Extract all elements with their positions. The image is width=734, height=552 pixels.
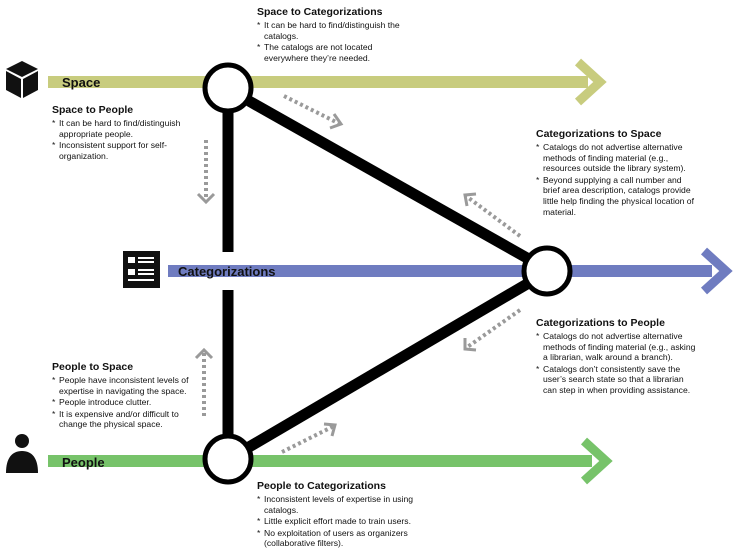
- note-item: Inconsistent support for self-organizati…: [52, 140, 182, 161]
- note-title: Space to Categorizations: [257, 6, 383, 18]
- note-item: No exploitation of users as organizers (…: [257, 528, 422, 549]
- person-icon: [6, 434, 38, 473]
- people-node: [202, 433, 254, 485]
- space-label: Space: [62, 75, 100, 90]
- arrow-space-to-categorizations: [283, 94, 341, 126]
- note-categorizations-to-space: Categorizations to Space Catalogs do not…: [536, 128, 696, 218]
- space-band: Space: [48, 58, 607, 106]
- relationship-triangle: [222, 96, 530, 452]
- note-categorizations-to-people: Categorizations to People Catalogs do no…: [536, 317, 696, 397]
- arrow-categorizations-to-space: [464, 194, 522, 238]
- categorizations-label: Categorizations: [178, 264, 276, 279]
- note-item: Catalogs do not advertise alternative me…: [536, 331, 696, 363]
- note-item: Catalogs don’t consistently save the use…: [536, 364, 696, 396]
- note-space-to-categorizations: Space to Categorizations It can be hard …: [257, 6, 417, 64]
- categorizations-node: [521, 245, 573, 297]
- note-people-to-categorizations: People to Categorizations Inconsistent l…: [257, 480, 422, 550]
- note-item: The catalogs are not located everywhere …: [257, 42, 417, 63]
- note-item: Beyond supplying a call number and brief…: [536, 175, 696, 217]
- people-band: People: [48, 437, 613, 485]
- note-title: Categorizations to Space: [536, 128, 662, 140]
- categorizations-band: Categorizations: [168, 247, 733, 295]
- note-item: Little explicit effort made to train use…: [257, 516, 422, 527]
- people-label: People: [62, 455, 105, 470]
- note-item: Catalogs do not advertise alternative me…: [536, 142, 696, 174]
- note-item: It is expensive and/or difficult to chan…: [52, 409, 192, 430]
- space-node: [202, 62, 254, 114]
- note-title: Categorizations to People: [536, 317, 665, 329]
- arrow-categorizations-to-people: [464, 308, 522, 350]
- people-categorizations-edge: [246, 279, 530, 452]
- catalog-list-icon: [123, 251, 160, 288]
- note-item: It can be hard to find/distinguish appro…: [52, 118, 182, 139]
- arrow-people-to-categorizations: [281, 424, 335, 454]
- note-title: Space to People: [52, 104, 134, 116]
- note-people-to-space: People to Space People have inconsistent…: [52, 361, 192, 431]
- cube-icon: [6, 61, 38, 98]
- note-item: Inconsistent levels of expertise in usin…: [257, 494, 422, 515]
- note-item: People have inconsistent levels of exper…: [52, 375, 192, 396]
- note-title: People to Categorizations: [257, 480, 386, 492]
- note-item: It can be hard to find/distinguish the c…: [257, 20, 417, 41]
- note-item: People introduce clutter.: [52, 397, 192, 408]
- space-categorizations-edge: [246, 96, 530, 263]
- note-title: People to Space: [52, 361, 134, 373]
- note-space-to-people: Space to People It can be hard to find/d…: [52, 104, 182, 162]
